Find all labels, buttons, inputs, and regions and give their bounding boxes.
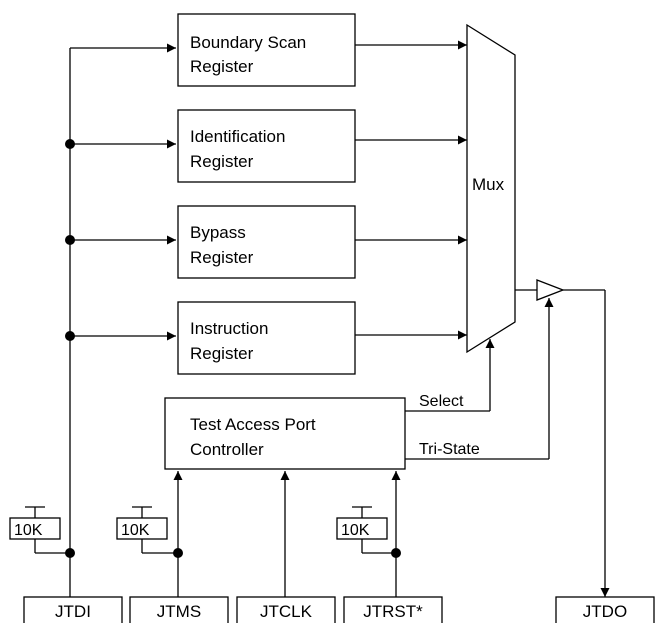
identification-label-2: Register <box>190 152 254 171</box>
tristate-buffer <box>515 279 610 597</box>
instruction-register: Instruction Register <box>177 301 356 375</box>
pin-label-jtdo: JTDO <box>583 602 627 621</box>
mux: Mux <box>466 23 516 354</box>
pullup-resistor-jtdi: 10K <box>9 506 70 554</box>
instruction-label-2: Register <box>190 344 254 363</box>
pin-label-jtdi: JTDI <box>55 602 91 621</box>
identification-register: Identification Register <box>177 109 356 183</box>
identification-label-1: Identification <box>190 127 285 146</box>
tap-inputs <box>173 471 401 597</box>
tap-label-1: Test Access Port <box>190 415 316 434</box>
control-lines: Select Tri-State <box>405 298 554 460</box>
resistor-label: 10K <box>14 522 43 539</box>
pin-jtrst: JTRST* <box>343 596 443 623</box>
pin-jtdo: JTDO <box>555 596 655 623</box>
pin-jtclk: JTCLK <box>236 596 336 623</box>
tristate-label: Tri-State <box>419 441 480 458</box>
junction-dot <box>65 235 75 245</box>
pin-label-jtms: JTMS <box>157 602 201 621</box>
pin-label-jtrst: JTRST* <box>363 602 423 621</box>
boundary-scan-label-2: Register <box>190 57 254 76</box>
pin-jtdi: JTDI <box>23 596 123 623</box>
pullup-resistor-jtrst: 10K <box>336 506 396 554</box>
pullup-resistor-jtms: 10K <box>116 506 178 554</box>
bypass-label-1: Bypass <box>190 223 246 242</box>
junction-dot <box>65 331 75 341</box>
pin-label-jtclk: JTCLK <box>260 602 313 621</box>
resistor-label: 10K <box>341 522 370 539</box>
boundary-scan-label-1: Boundary Scan <box>190 33 306 52</box>
bypass-label-2: Register <box>190 248 254 267</box>
tap-label-2: Controller <box>190 440 264 459</box>
pin-jtms: JTMS <box>129 596 229 623</box>
jtdi-bus <box>65 43 176 597</box>
boundary-scan-register: Boundary Scan Register <box>177 13 356 87</box>
register-outputs <box>355 40 467 340</box>
junction-dot <box>65 139 75 149</box>
mux-label: Mux <box>472 175 505 194</box>
instruction-label-1: Instruction <box>190 319 268 338</box>
resistor-label: 10K <box>121 522 150 539</box>
select-label: Select <box>419 393 464 410</box>
tap-controller: Test Access Port Controller <box>164 397 406 470</box>
bypass-register: Bypass Register <box>177 205 356 279</box>
